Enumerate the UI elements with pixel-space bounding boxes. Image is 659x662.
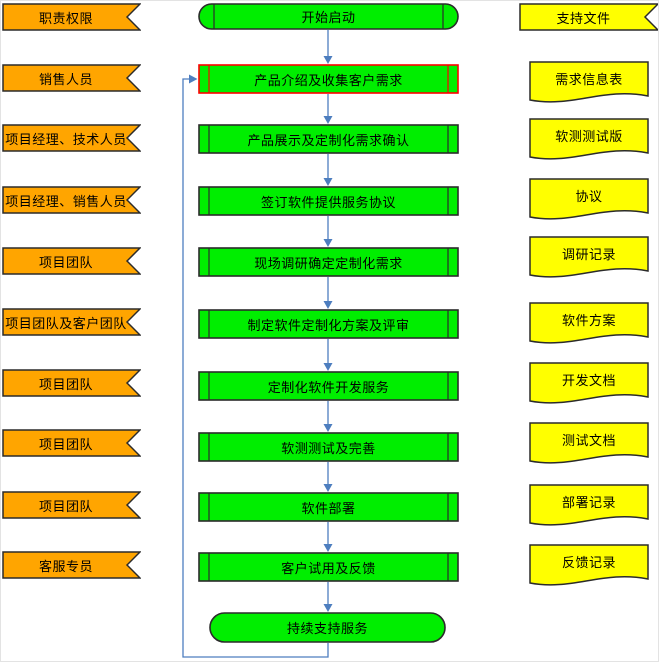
doc-item-8: 反馈记录 [529,544,649,589]
doc-item-4-shape [529,302,649,344]
doc-item-0-shape [529,61,649,103]
doc-item-6-shape [529,422,649,464]
role-item-8: 客服专员 [2,551,141,579]
role-item-0: 销售人员 [2,64,141,92]
process-step-1-shape [198,124,459,154]
process-step-2: 签订软件提供服务协议 [198,186,459,216]
doc-item-7: 部署记录 [529,484,649,529]
process-end-shape [209,612,446,643]
arrow-step-7 [323,462,333,492]
arrow-step-1 [323,94,333,124]
role-item-3-shape [2,247,141,275]
role-item-7-shape [2,491,141,519]
process-step-4-shape [198,309,459,339]
doc-item-4: 软件方案 [529,302,649,347]
process-start: 开始启动 [198,3,459,30]
process-step-5-shape [198,371,459,401]
doc-item-6: 测试文档 [529,422,649,467]
arrow-step-6 [323,401,333,432]
docs-header: 支持文件 [519,3,658,31]
role-item-1: 项目经理、技术人员 [2,124,141,152]
docs-header-shape [519,3,658,31]
doc-item-8-shape [529,544,649,586]
process-step-8: 客户试用及反馈 [198,552,459,582]
role-header-shape [2,3,141,31]
process-step-2-shape [198,186,459,216]
process-step-6: 软测测试及完善 [198,432,459,462]
doc-item-0: 需求信息表 [529,61,649,106]
doc-item-2-shape [529,178,649,220]
process-step-0: 产品介绍及收集客户需求 [198,64,459,94]
process-step-8-shape [198,552,459,582]
arrow-step-2 [323,154,333,186]
role-item-7: 项目团队 [2,491,141,519]
arrow-step-8 [323,522,333,552]
process-step-7-shape [198,492,459,522]
process-step-3-shape [198,247,459,277]
process-step-6-shape [198,432,459,462]
doc-item-3: 调研记录 [529,236,649,281]
role-item-2-shape [2,186,141,214]
process-step-5: 定制化软件开发服务 [198,371,459,401]
process-end: 持续支持服务 [209,612,446,643]
process-start-shape [198,3,459,30]
process-step-7: 软件部署 [198,492,459,522]
role-item-8-shape [2,551,141,579]
doc-item-2: 协议 [529,178,649,223]
role-item-5: 项目团队 [2,369,141,397]
role-item-0-shape [2,64,141,92]
role-item-4: 项目团队及客户团队 [2,308,141,336]
arrow-step-5 [323,339,333,371]
role-item-6: 项目团队 [2,429,141,457]
arrow-step-3 [323,216,333,247]
arrow-step-0 [323,30,333,64]
role-item-2: 项目经理、销售人员 [2,186,141,214]
doc-item-3-shape [529,236,649,278]
process-step-4: 制定软件定制化方案及评审 [198,309,459,339]
doc-item-1: 软测测试版 [529,118,649,163]
doc-item-7-shape [529,484,649,526]
doc-item-1-shape [529,118,649,160]
role-item-3: 项目团队 [2,247,141,275]
role-header: 职责权限 [2,3,141,31]
process-step-0-shape [198,64,459,94]
doc-item-5: 开发文档 [529,362,649,407]
role-item-4-shape [2,308,141,336]
arrow-step-9 [323,582,333,612]
process-step-3: 现场调研确定定制化需求 [198,247,459,277]
arrow-step-4 [323,277,333,309]
doc-item-5-shape [529,362,649,404]
role-item-5-shape [2,369,141,397]
role-item-1-shape [2,124,141,152]
role-item-6-shape [2,429,141,457]
process-step-1: 产品展示及定制化需求确认 [198,124,459,154]
